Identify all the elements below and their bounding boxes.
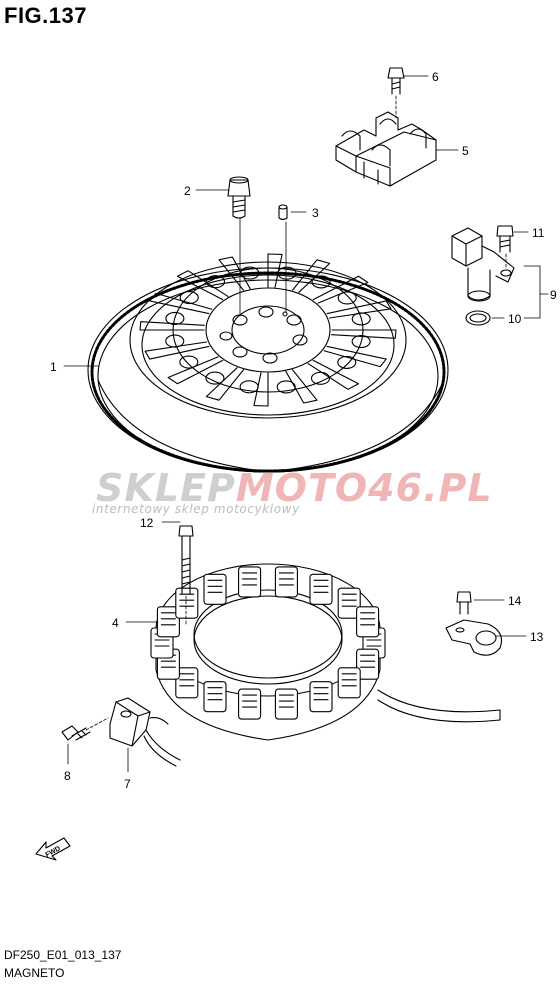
stator-coil <box>274 688 298 720</box>
stator-coil-winding <box>278 694 294 708</box>
flywheel-pocket <box>179 355 199 369</box>
stator-coil <box>274 566 298 598</box>
flywheel-pocket <box>337 355 357 369</box>
leader-lines <box>63 75 549 773</box>
flywheel-spoke <box>253 372 269 407</box>
pulser-coil <box>109 697 181 767</box>
stator-coil <box>356 648 380 680</box>
stator-coil <box>175 587 199 619</box>
watermark-brand: SKLEPMOTO46.PL <box>96 466 493 510</box>
callout-10: 10 <box>508 312 522 326</box>
flywheel-pocket <box>310 371 331 385</box>
stator-coil <box>309 573 333 605</box>
callout-13: 13 <box>530 630 544 644</box>
stator-coil-winding <box>360 654 376 668</box>
flywheel-spoke <box>267 253 283 288</box>
flywheel-pocket <box>165 334 185 348</box>
flywheel-spoke <box>323 345 387 368</box>
cable-bracket <box>335 111 437 187</box>
flywheel-spoke <box>176 270 229 301</box>
flywheel-pocket <box>239 380 259 394</box>
pulser-screw <box>61 725 91 741</box>
flywheel-spoke <box>285 369 318 404</box>
stator <box>150 563 501 741</box>
flywheel-pocket <box>276 380 296 394</box>
stator-coil-winding <box>160 612 176 626</box>
callout-7: 7 <box>124 777 131 791</box>
bracket-bolt <box>387 67 405 95</box>
stator-coil-winding <box>313 579 329 593</box>
stator-coil-winding <box>313 687 329 701</box>
watermark-tagline: internetowy sklep motocyklowy <box>92 502 300 516</box>
stator-coil <box>356 606 380 638</box>
o-ring <box>465 310 491 326</box>
flywheel-pocket <box>277 266 297 280</box>
stator-coil <box>203 681 227 713</box>
flywheel <box>87 253 449 473</box>
stator-coil-winding <box>278 572 294 586</box>
flywheel-pocket <box>205 275 226 289</box>
callout-6: 6 <box>432 70 439 84</box>
callout-8: 8 <box>64 769 71 783</box>
flywheel-spoke <box>326 300 392 319</box>
stator-coil-winding <box>360 612 376 626</box>
flywheel-pocket <box>351 334 371 349</box>
stator-coil <box>309 681 333 713</box>
stator-coil-winding <box>242 572 258 586</box>
clamp-bolt <box>456 591 472 615</box>
stator-coil-winding <box>207 579 223 593</box>
stator-coil-winding <box>242 694 258 708</box>
stator-coil-winding <box>341 593 357 607</box>
stator-coil-winding <box>207 687 223 701</box>
stator-coil-winding <box>179 673 195 687</box>
fwd-direction-arrow <box>35 837 71 861</box>
callout-2: 2 <box>184 184 191 198</box>
stator-bolt <box>178 525 194 595</box>
flywheel-pocket <box>165 311 185 326</box>
watermark-brand-part1: SKLEP <box>96 466 236 510</box>
sensor-bolt <box>496 225 514 253</box>
stator-coil <box>203 573 227 605</box>
flywheel-pocket <box>351 312 371 326</box>
stator-coil <box>175 667 199 699</box>
flywheel-spoke <box>139 321 205 331</box>
flywheel-spoke <box>307 359 360 390</box>
stator-coil <box>238 688 262 720</box>
callout-9: 9 <box>550 288 557 302</box>
stator-coil <box>337 587 361 619</box>
flywheel-pocket <box>205 371 225 385</box>
cable-clamp <box>445 619 503 656</box>
flywheel-spoke <box>331 329 397 339</box>
crank-position-sensor <box>451 227 515 302</box>
flywheel-pocket <box>240 266 260 280</box>
callout-12: 12 <box>140 516 154 530</box>
stator-coil <box>238 566 262 598</box>
stator-coil <box>337 667 361 699</box>
flywheel-pocket <box>179 291 199 305</box>
stator-coil-winding <box>341 673 357 687</box>
callout-3: 3 <box>312 206 319 220</box>
callout-14: 14 <box>508 594 522 608</box>
callout-11: 11 <box>532 226 545 240</box>
figure-title: FIG.137 <box>4 3 87 28</box>
callout-5: 5 <box>462 144 469 158</box>
flywheel-pocket <box>337 291 357 305</box>
flywheel-spoke <box>144 341 210 360</box>
watermark-brand-part2: MOTO46.PL <box>235 466 493 510</box>
figure-code: DF250_E01_013_137 <box>4 948 122 962</box>
key-pin <box>278 204 288 221</box>
callout-4: 4 <box>112 616 119 630</box>
flywheel-spoke <box>149 292 213 315</box>
flywheel-bolt <box>227 176 251 219</box>
figure-name: MAGNETO <box>4 966 65 980</box>
callout-1: 1 <box>50 360 57 374</box>
flywheel-pocket <box>311 275 331 289</box>
